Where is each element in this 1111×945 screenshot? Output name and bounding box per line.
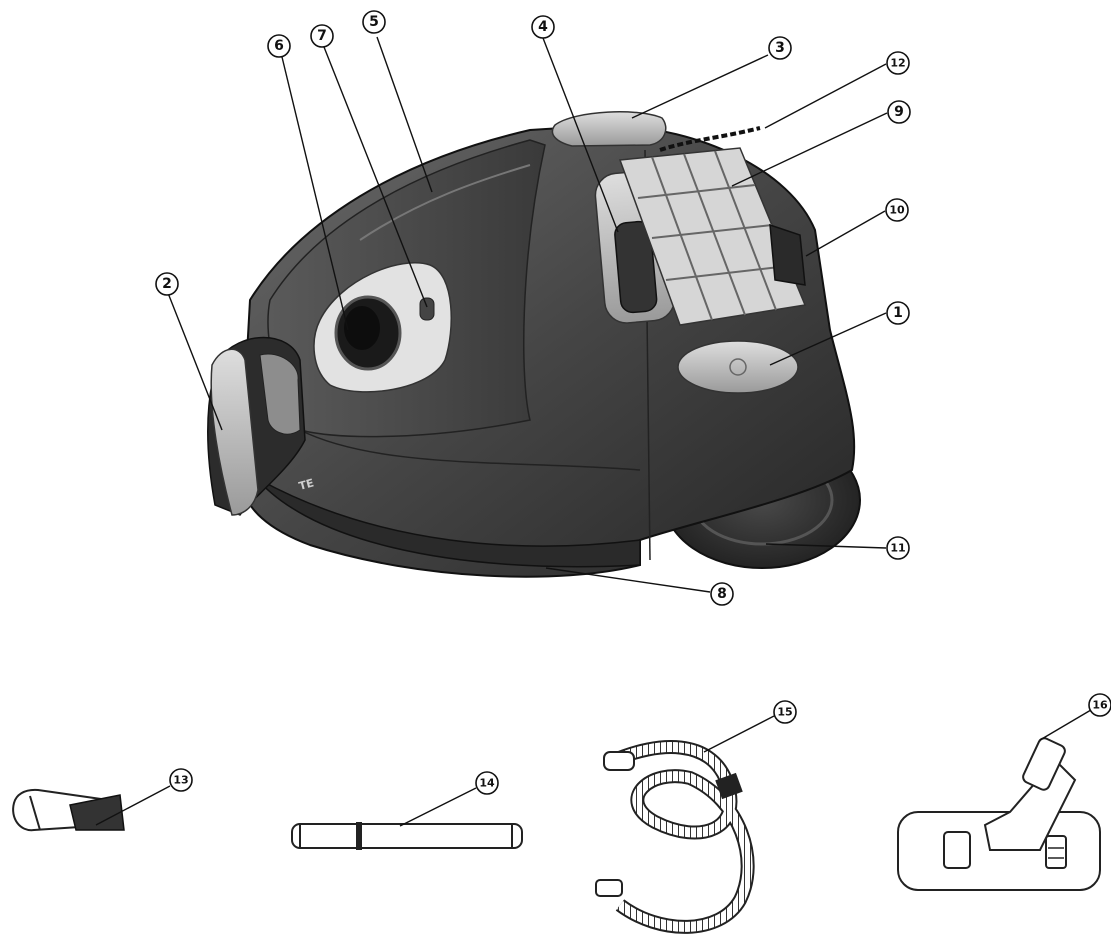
callout-lines [167, 36, 888, 593]
callout-15-label: 15 [777, 706, 792, 719]
flexible-hose [595, 740, 755, 934]
crevice-tool [12, 788, 125, 832]
cord-rewind-button [551, 111, 667, 147]
power-button [677, 340, 799, 394]
exhaust-grille [618, 147, 807, 326]
power-cord [659, 126, 761, 152]
callout-13: 13 [169, 768, 193, 792]
body-logo: TE [297, 476, 315, 492]
callout-4-label: 4 [538, 19, 548, 35]
callout-11-label: 11 [890, 542, 905, 555]
callout-2-label: 2 [162, 276, 172, 292]
callout-13-label: 13 [173, 774, 188, 787]
side-latch [769, 223, 806, 286]
vacuum-body-illustration: TE [207, 111, 861, 578]
callout-12-label: 12 [890, 57, 905, 70]
callout-5: 5 [362, 10, 386, 34]
callout-7-label: 7 [317, 28, 327, 44]
dust-full-indicator [419, 297, 435, 321]
callout-15: 15 [773, 700, 797, 724]
callout-3: 3 [768, 36, 792, 60]
callout-7: 7 [310, 24, 334, 48]
callout-16: 16 [1088, 693, 1111, 717]
callout-8-label: 8 [717, 586, 727, 602]
callout-6-label: 6 [274, 38, 284, 54]
callout-10: 10 [885, 198, 909, 222]
callout-14-label: 14 [479, 777, 495, 790]
callout-11: 11 [886, 536, 910, 560]
callout-12: 12 [886, 51, 910, 75]
floor-brush [897, 737, 1101, 891]
callout-2: 2 [155, 272, 179, 296]
callout-1: 1 [886, 301, 910, 325]
suction-slider-knob [614, 220, 658, 314]
callout-8: 8 [710, 582, 734, 606]
callout-3-label: 3 [775, 40, 785, 56]
handle-grip [210, 348, 259, 516]
callout-14: 14 [475, 771, 499, 795]
telescopic-tube [291, 822, 523, 850]
callout-5-label: 5 [369, 14, 379, 30]
callout-9-label: 9 [894, 104, 904, 120]
callout-4: 4 [531, 15, 555, 39]
callout-10-label: 10 [889, 204, 905, 217]
callout-1-label: 1 [893, 305, 903, 321]
callout-6: 6 [267, 34, 291, 58]
callout-9: 9 [887, 100, 911, 124]
callout-16-label: 16 [1092, 699, 1108, 712]
